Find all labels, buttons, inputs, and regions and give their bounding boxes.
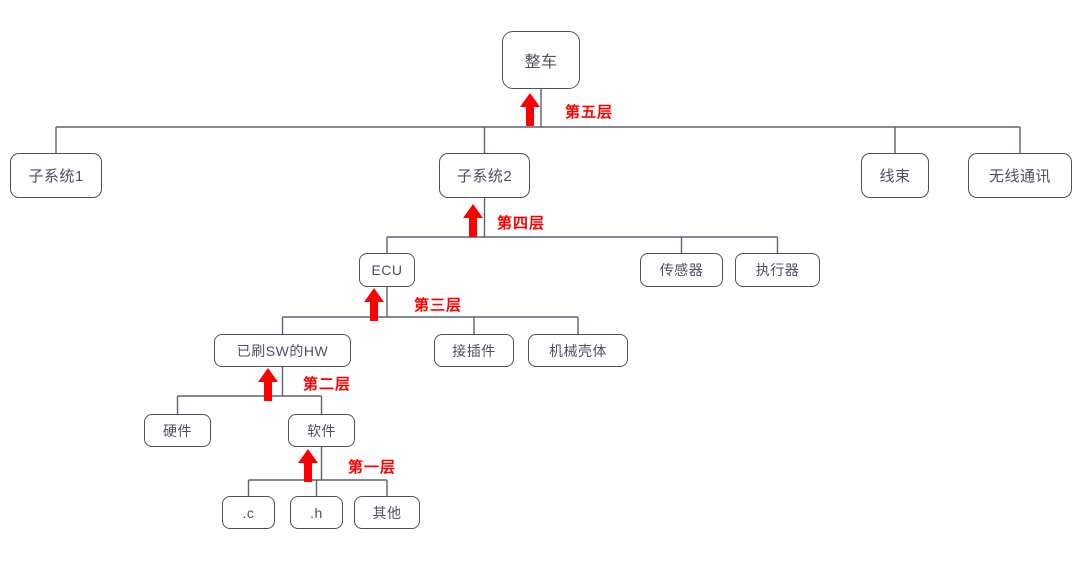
- node-software[interactable]: 软件: [288, 414, 355, 447]
- layer-label-layer3: 第三层: [414, 297, 463, 314]
- node-label: 传感器: [659, 262, 704, 278]
- up-arrow-icon-arrow5: [519, 92, 541, 131]
- up-arrow-icon-arrow2: [257, 367, 279, 406]
- node-label: 子系统2: [456, 168, 513, 185]
- up-arrow-icon-arrow3: [363, 287, 385, 326]
- node-ecu[interactable]: ECU: [359, 253, 415, 287]
- node-connector[interactable]: 接插件: [434, 334, 514, 367]
- node-label: 软件: [307, 422, 336, 439]
- node-harness[interactable]: 线束: [861, 153, 929, 198]
- layer-label-layer1: 第一层: [348, 459, 397, 476]
- node-housing[interactable]: 机械壳体: [528, 334, 628, 367]
- up-arrow-icon-arrow4: [462, 203, 484, 242]
- node-flashed_hw[interactable]: 已刷SW的HW: [214, 334, 351, 367]
- node-file_c[interactable]: .c: [222, 496, 275, 529]
- node-label: 其他: [372, 504, 402, 521]
- up-arrow-icon-arrow1: [297, 448, 319, 487]
- node-hardware[interactable]: 硬件: [144, 414, 211, 447]
- node-label: 机械壳体: [549, 342, 607, 359]
- layer-label-layer4: 第四层: [497, 215, 546, 232]
- node-label: 子系统1: [28, 168, 84, 185]
- node-label: .h: [310, 504, 323, 521]
- node-sensor[interactable]: 传感器: [640, 253, 723, 287]
- node-label: 整车: [524, 54, 558, 71]
- node-other[interactable]: 其他: [354, 496, 420, 529]
- node-vehicle[interactable]: 整车: [502, 31, 580, 89]
- node-wireless[interactable]: 无线通讯: [968, 153, 1072, 198]
- node-subsys2[interactable]: 子系统2: [439, 153, 530, 198]
- layer-label-layer5: 第五层: [565, 104, 614, 121]
- node-label: 无线通讯: [988, 168, 1051, 185]
- node-label: .c: [242, 504, 255, 521]
- node-label: 接插件: [452, 342, 496, 359]
- node-file_h[interactable]: .h: [290, 496, 343, 529]
- node-label: 线束: [879, 168, 911, 185]
- node-label: ECU: [371, 262, 403, 278]
- node-label: 已刷SW的HW: [236, 342, 329, 359]
- layer-label-layer2: 第二层: [303, 376, 352, 393]
- node-subsys1[interactable]: 子系统1: [10, 153, 102, 198]
- node-actuator[interactable]: 执行器: [735, 253, 820, 287]
- node-label: 硬件: [163, 422, 192, 439]
- node-label: 执行器: [755, 262, 800, 278]
